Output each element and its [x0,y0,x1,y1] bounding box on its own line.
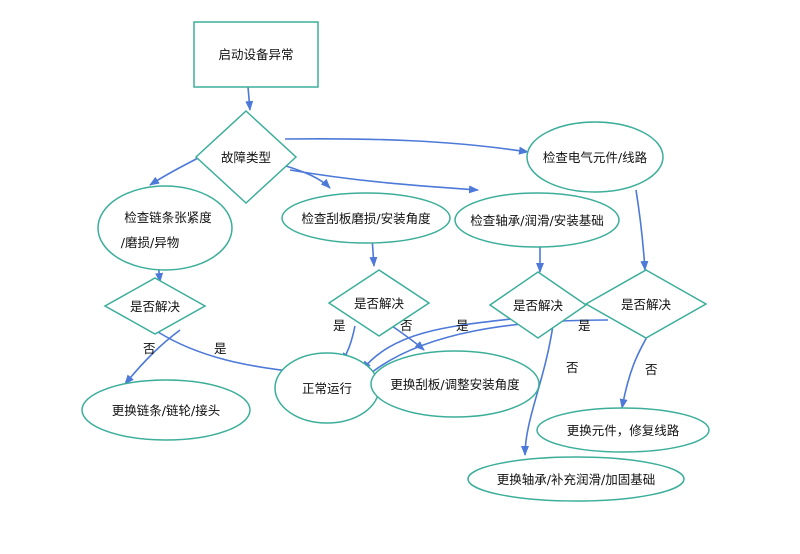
label-electrical-no: 否 [645,362,658,377]
node-replace-chain-text: 更换链条/链轮/接头 [112,403,220,418]
node-replace-bearing: 更换轴承/补充润滑/加固基础 [467,456,685,502]
edge-chain-no [124,329,181,385]
node-replace-component-text: 更换元件，修复线路 [567,423,680,438]
node-check-scraper-text: 检查刮板磨损/安装角度 [301,211,431,226]
edge-start-to-fault-type [245,86,254,111]
node-check-scraper: 检查刮板磨损/安装角度 [281,192,451,244]
node-decision-chain-text: 是否解决 [130,299,181,314]
node-replace-component: 更换元件，修复线路 [536,407,710,453]
node-check-electrical: 检查电气元件/线路 [526,121,664,193]
label-bearing-yes: 是 [456,318,469,333]
edge-bearing-yes [361,317,521,371]
node-decision-bearing: 是否解决 [488,271,588,339]
node-decision-bearing-text: 是否解决 [513,298,564,313]
node-start: 启动设备异常 [193,21,319,88]
edge-bearing-no [521,324,554,456]
node-replace-bearing-text: 更换轴承/补充润滑/加固基础 [497,472,655,487]
node-check-chain: 检查链条张紧度 /磨损/异物 [97,185,233,271]
node-check-bearing-text: 检查轴承/润滑/安装基础 [470,213,603,228]
label-bearing-no: 否 [566,360,579,375]
node-decision-chain: 是否解决 [103,277,207,335]
edge-fault-type-to-scraper [285,165,331,189]
node-replace-scraper: 更换刮板/调整安装角度 [370,350,540,418]
label-scraper-no: 否 [400,318,413,333]
node-fault-type-text: 故障类型 [221,150,271,165]
edge-fault-type-to-chain [149,156,201,186]
node-start-text: 启动设备异常 [218,47,293,62]
node-normal-run-text: 正常运行 [302,381,352,396]
node-replace-chain: 更换链条/链轮/接头 [81,379,251,441]
node-fault-type: 故障类型 [194,109,298,205]
edge-fault-type-to-bearing [289,169,479,194]
node-check-bearing: 检查轴承/润滑/安装基础 [454,192,620,248]
node-check-chain-text-1: 检查链条张紧度 [124,210,212,225]
node-replace-scraper-text: 更换刮板/调整安装角度 [390,377,520,392]
node-check-electrical-text: 检查电气元件/线路 [543,150,648,165]
edge-electrical-to-decision [635,189,649,271]
node-normal-run: 正常运行 [274,352,380,424]
edge-labels: 否 是 是 否 是 否 是 否 [143,318,658,377]
label-scraper-yes: 是 [333,318,346,333]
edge-electrical-no [619,334,649,409]
node-check-chain-text-2: /磨损/异物 [121,235,179,250]
label-electrical-yes: 是 [578,318,591,333]
node-decision-scraper-text: 是否解决 [354,296,405,311]
label-chain-no: 否 [143,341,156,356]
edge-chain-yes [157,331,299,376]
node-decision-scraper: 是否解决 [327,269,431,337]
edge-electrical-yes [364,319,609,379]
edge-fault-type-to-electrical [284,137,529,155]
nodes: 启动设备异常 故障类型 检查电气元件/线路 检查链条张紧度 /磨损/异物 检查刮… [81,21,710,502]
label-chain-yes: 是 [214,341,227,356]
node-decision-electrical: 是否解决 [584,269,708,339]
node-decision-electrical-text: 是否解决 [621,297,672,312]
